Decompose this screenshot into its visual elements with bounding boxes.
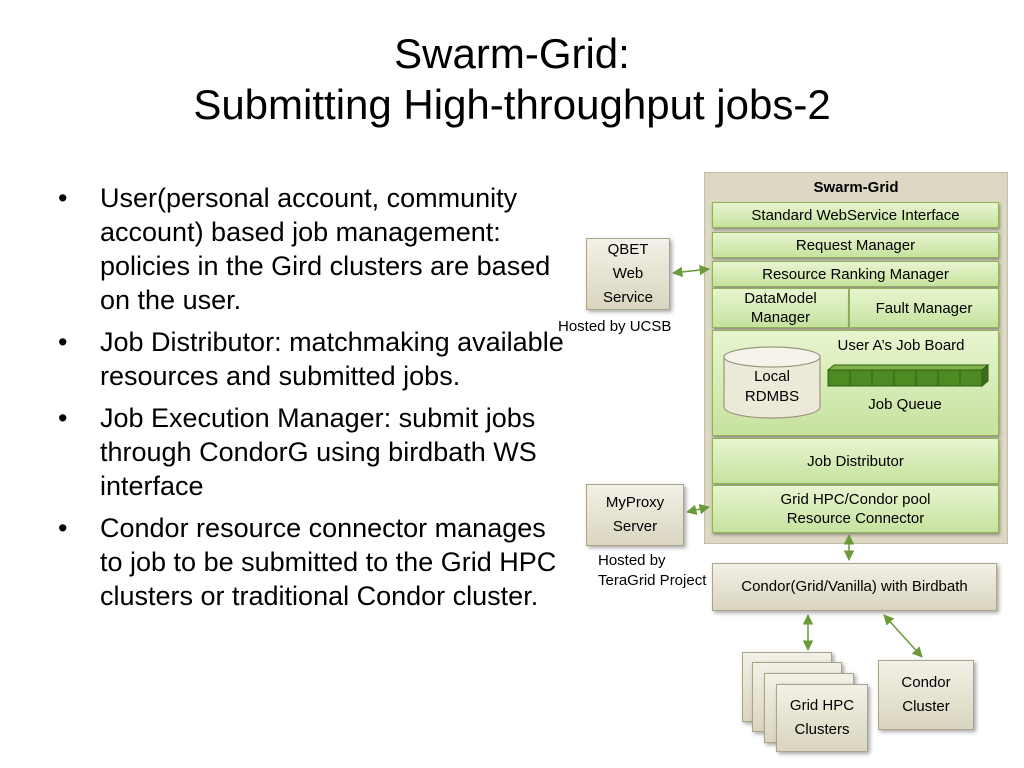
- hosted-by-ucsb-label: Hosted by UCSB: [558, 318, 672, 335]
- bullet-dot: •: [58, 183, 68, 213]
- bullet-list: •User(personal account, community accoun…: [56, 181, 568, 621]
- grid-hpc-connector-box: Grid HPC/Condor pool Resource Connector: [712, 485, 999, 533]
- local-rdbms-cylinder: [723, 346, 821, 419]
- condor-birdbath-box: Condor(Grid/Vanilla) with Birdbath: [712, 563, 997, 611]
- bullet-item: •Job Execution Manager: submit jobs thro…: [58, 403, 537, 501]
- title-line-2: Submitting High-throughput jobs-2: [193, 81, 831, 128]
- myproxy-server-box: MyProxy Server: [586, 484, 684, 546]
- slide-title: Swarm-Grid: Submitting High-throughput j…: [0, 28, 1024, 130]
- swarm-grid-label: Swarm-Grid: [813, 179, 899, 196]
- grid-hpc-connector-line2: Resource Connector: [786, 510, 925, 527]
- datamodel-manager-box: DataModel Manager: [712, 288, 849, 328]
- bullet-item: •Job Distributor: matchmaking available …: [58, 327, 564, 391]
- standard-webservice-box: Standard WebService Interface: [712, 202, 999, 228]
- request-manager-box: Request Manager: [712, 232, 999, 258]
- hosted-teragrid-line1: Hosted by: [598, 552, 666, 569]
- grid-hpc-clusters-box: Grid HPC Clusters: [776, 684, 868, 752]
- job-board-label: User A’s Job Board: [837, 337, 965, 354]
- bullet-item: •Condor resource connector manages to jo…: [58, 513, 557, 611]
- arrow-birdbath-condor: [883, 614, 923, 658]
- resource-ranking-box: Resource Ranking Manager: [712, 261, 999, 287]
- fault-manager-box: Fault Manager: [849, 288, 999, 328]
- bullet-dot: •: [58, 403, 68, 433]
- bullet-dot: •: [58, 513, 68, 543]
- hosted-by-teragrid-label: Hosted by TeraGrid Project: [598, 551, 738, 591]
- arrow-myproxy-connector: [685, 503, 711, 516]
- hosted-teragrid-line2: TeraGrid Project: [598, 572, 707, 589]
- bullet-item: •User(personal account, community accoun…: [58, 183, 551, 315]
- job-distributor-box: Job Distributor: [712, 438, 999, 484]
- bullet-dot: •: [58, 327, 68, 357]
- title-line-1: Swarm-Grid:: [394, 30, 630, 77]
- job-queue-icon: [826, 364, 990, 388]
- local-rdbms-label: Local RDMBS: [744, 368, 800, 405]
- qbet-webservice-box: QBET Web Service: [586, 238, 670, 310]
- condor-cluster-box: Condor Cluster: [878, 660, 974, 730]
- grid-hpc-connector-line1: Grid HPC/Condor pool: [780, 491, 931, 508]
- job-queue-label: Job Queue: [868, 396, 942, 413]
- arrow-qbet-ranking: [671, 264, 711, 278]
